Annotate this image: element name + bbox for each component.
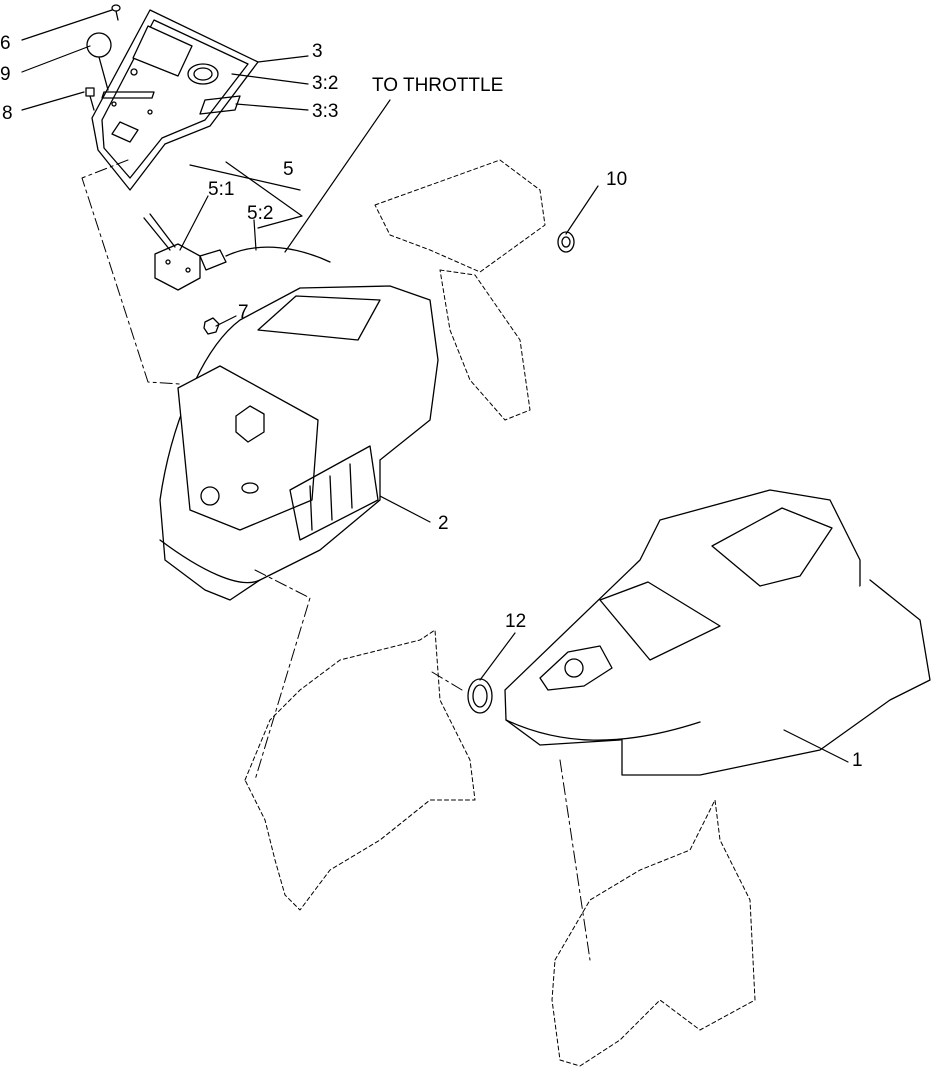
fuel-tank-body bbox=[504, 489, 931, 776]
callout-5-2: 5:2 bbox=[247, 203, 274, 224]
callout-6: 6 bbox=[0, 33, 11, 54]
alignment-lines bbox=[81, 159, 591, 961]
frame-phantom-left bbox=[244, 629, 476, 911]
mounting-bracket-phantom bbox=[374, 159, 546, 421]
callout-10: 10 bbox=[606, 169, 628, 190]
callout-3: 3 bbox=[312, 41, 323, 62]
to-throttle-note: TO THROTTLE bbox=[372, 75, 504, 96]
control-panel-plate bbox=[91, 9, 259, 191]
callout-3-3: 3:3 bbox=[312, 101, 339, 122]
knob-part bbox=[86, 32, 112, 58]
callout-1: 1 bbox=[852, 750, 863, 771]
callout-7: 7 bbox=[238, 302, 249, 323]
callout-3-2: 3:2 bbox=[312, 73, 339, 94]
callout-5-1: 5:1 bbox=[208, 179, 235, 200]
grommet-part bbox=[557, 231, 575, 253]
callout-12: 12 bbox=[505, 611, 527, 632]
console-housing bbox=[159, 285, 439, 601]
callout-8: 8 bbox=[2, 103, 13, 124]
callout-2: 2 bbox=[438, 513, 449, 534]
hose-clamp-part bbox=[467, 678, 493, 714]
pin-part bbox=[111, 4, 121, 12]
nut-part bbox=[203, 317, 220, 335]
leader-lines bbox=[21, 9, 849, 763]
screw-part bbox=[85, 87, 95, 97]
frame-phantom-right bbox=[551, 799, 756, 1067]
throttle-control-assembly bbox=[143, 213, 331, 291]
callout-5: 5 bbox=[283, 159, 294, 180]
callout-9: 9 bbox=[0, 64, 11, 85]
